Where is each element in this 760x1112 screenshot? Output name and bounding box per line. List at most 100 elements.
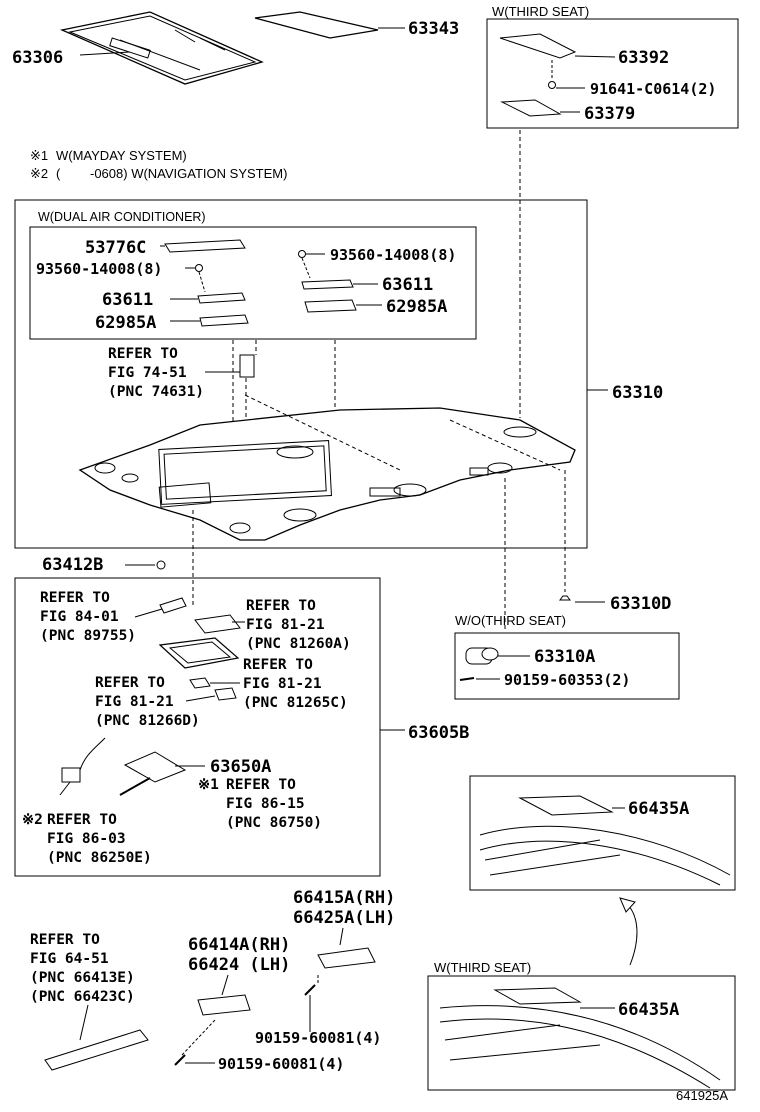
mic-cable-drawing bbox=[79, 737, 106, 771]
ref-64-line1: REFER TO bbox=[30, 932, 100, 948]
register-62985Aa-drawing bbox=[199, 314, 249, 327]
ref-86a-line3: (PNC 86750) bbox=[226, 815, 322, 831]
box-third-seat-1 bbox=[486, 18, 739, 129]
label-third-seat-1: W(THIRD SEAT) bbox=[492, 4, 589, 19]
ref-86a-line2: FIG 86-15 bbox=[226, 796, 305, 812]
ref-84-line2: FIG 84-01 bbox=[40, 609, 119, 625]
part-number-63306: 63306 bbox=[12, 48, 63, 68]
ref-86a-mark: ※1 bbox=[198, 777, 219, 793]
label-dual-air: W(DUAL AIR CONDITIONER) bbox=[38, 210, 206, 224]
ref-86b-line2: FIG 86-03 bbox=[47, 831, 126, 847]
part-number-66414A: 66414A(RH) bbox=[188, 935, 290, 955]
ref-81a-line2: FIG 81-21 bbox=[246, 617, 325, 633]
roof-view-1-drawing bbox=[479, 795, 731, 886]
ref-81b-line1: REFER TO bbox=[243, 657, 313, 673]
part-number-66435A-a: 66435A bbox=[628, 799, 689, 819]
ref-81a-line1: REFER TO bbox=[246, 598, 316, 614]
part-number-66425A: 66425A(LH) bbox=[293, 908, 395, 928]
screw-90159-60081-a-icon bbox=[304, 984, 316, 996]
cover-53776C-drawing bbox=[164, 239, 246, 253]
part-number-53776C: 53776C bbox=[85, 238, 146, 258]
mic-86250E-drawing bbox=[61, 767, 81, 783]
part-number-66435A-b: 66435A bbox=[618, 1000, 679, 1020]
part-number-63310D: 63310D bbox=[610, 594, 671, 614]
ref-81a-line3: (PNC 81260A) bbox=[246, 636, 351, 652]
screw-90159-60353-icon bbox=[459, 677, 475, 681]
ref-64-line3: (PNC 66413E) bbox=[30, 970, 135, 986]
headliner-63310-drawing bbox=[78, 407, 576, 541]
part-number-63310A: 63310A bbox=[534, 647, 595, 667]
ref-64-line2: FIG 64-51 bbox=[30, 951, 109, 967]
ref-81c-line3: (PNC 81266D) bbox=[95, 713, 200, 729]
part-number-63343: 63343 bbox=[408, 19, 459, 39]
note-2-mark: ※2 bbox=[30, 166, 48, 181]
part-number-90159-60081-a: 90159-60081(4) bbox=[255, 1029, 381, 1047]
bracket-63379-drawing bbox=[500, 99, 562, 117]
duct-63611a-drawing bbox=[197, 292, 246, 304]
bezel-63650A-drawing bbox=[123, 751, 187, 783]
bracket-63392-drawing bbox=[499, 33, 577, 59]
part-number-90159-60353: 90159-60353(2) bbox=[504, 671, 630, 689]
ref-81b-line2: FIG 81-21 bbox=[243, 676, 322, 692]
sunshade-panel-drawing bbox=[59, 11, 264, 85]
ref-74-line2: FIG 74-51 bbox=[108, 365, 187, 381]
grip-66413E-drawing bbox=[44, 1029, 149, 1071]
part-number-63611-b: 63611 bbox=[382, 275, 433, 295]
box-roof-view-2 bbox=[427, 975, 736, 1091]
box-headliner bbox=[14, 199, 588, 549]
lamp-81260A-drawing bbox=[194, 614, 241, 634]
leader-63306 bbox=[79, 51, 131, 56]
ref-81c-line2: FIG 81-21 bbox=[95, 694, 174, 710]
ref-84-line1: REFER TO bbox=[40, 590, 110, 606]
part-number-91641: 91641-C0614(2) bbox=[590, 80, 716, 98]
lens-81265C-drawing bbox=[189, 677, 211, 689]
ref-81c-line1: REFER TO bbox=[95, 675, 165, 691]
note-2-text: -0608) W(NAVIGATION SYSTEM) bbox=[90, 166, 287, 181]
part-number-63310: 63310 bbox=[612, 383, 663, 403]
ref-64-line4: (PNC 66423C) bbox=[30, 989, 135, 1005]
part-number-63650A: 63650A bbox=[210, 757, 271, 777]
ref-86a-line1: REFER TO bbox=[226, 777, 296, 793]
figure-code: 641925A bbox=[676, 1088, 728, 1103]
roof-view-2-drawing bbox=[439, 987, 721, 1089]
part-number-66424: 66424 (LH) bbox=[188, 955, 290, 975]
register-62985Ab-drawing bbox=[304, 299, 357, 313]
part-number-93560-b: 93560-14008(8) bbox=[330, 246, 456, 264]
duct-63611b-drawing bbox=[301, 279, 354, 290]
part-number-66415A: 66415A(RH) bbox=[293, 888, 395, 908]
part-number-63379: 63379 bbox=[584, 104, 635, 124]
note-1-mark: ※1 bbox=[30, 148, 48, 163]
part-number-63392: 63392 bbox=[618, 48, 669, 68]
part-number-90159-60081-b: 90159-60081(4) bbox=[218, 1055, 344, 1073]
ref-74-line3: (PNC 74631) bbox=[108, 384, 204, 400]
screw-93560a-icon bbox=[195, 264, 203, 272]
part-number-62985A-a: 62985A bbox=[95, 313, 156, 333]
box-console bbox=[14, 577, 381, 877]
ref-86b-line1: REFER TO bbox=[47, 812, 117, 828]
box-wo-third-seat bbox=[454, 632, 680, 700]
part-number-62985A-b: 62985A bbox=[386, 297, 447, 317]
screw-91641-icon bbox=[548, 81, 556, 89]
note-2-paren: ( bbox=[56, 166, 61, 181]
console-drawing bbox=[158, 637, 240, 669]
box-dual-air bbox=[29, 226, 477, 340]
screw-93560b-icon bbox=[298, 250, 306, 258]
part-number-63412B: 63412B bbox=[42, 555, 103, 575]
note-1-text: W(MAYDAY SYSTEM) bbox=[56, 148, 187, 163]
ref-86b-line3: (PNC 86250E) bbox=[47, 850, 152, 866]
ref-86b-mark: ※2 bbox=[22, 812, 43, 828]
part-number-63605B: 63605B bbox=[408, 723, 469, 743]
clip-63412B-icon bbox=[156, 560, 166, 570]
bracket-66415A-drawing bbox=[317, 947, 376, 969]
box-roof-view-1 bbox=[469, 775, 736, 891]
lens-81266D-drawing bbox=[214, 687, 237, 701]
clip-74631-drawing bbox=[239, 354, 255, 378]
screw-90159-60081-b-icon bbox=[174, 1054, 186, 1066]
part-number-63611-a: 63611 bbox=[102, 290, 153, 310]
bracket-66414A-drawing bbox=[197, 994, 251, 1016]
ref-84-line3: (PNC 89755) bbox=[40, 628, 136, 644]
ref-81b-line3: (PNC 81265C) bbox=[243, 695, 348, 711]
part-number-93560-a: 93560-14008(8) bbox=[36, 260, 162, 278]
label-wo-third-seat: W/O(THIRD SEAT) bbox=[455, 613, 566, 628]
